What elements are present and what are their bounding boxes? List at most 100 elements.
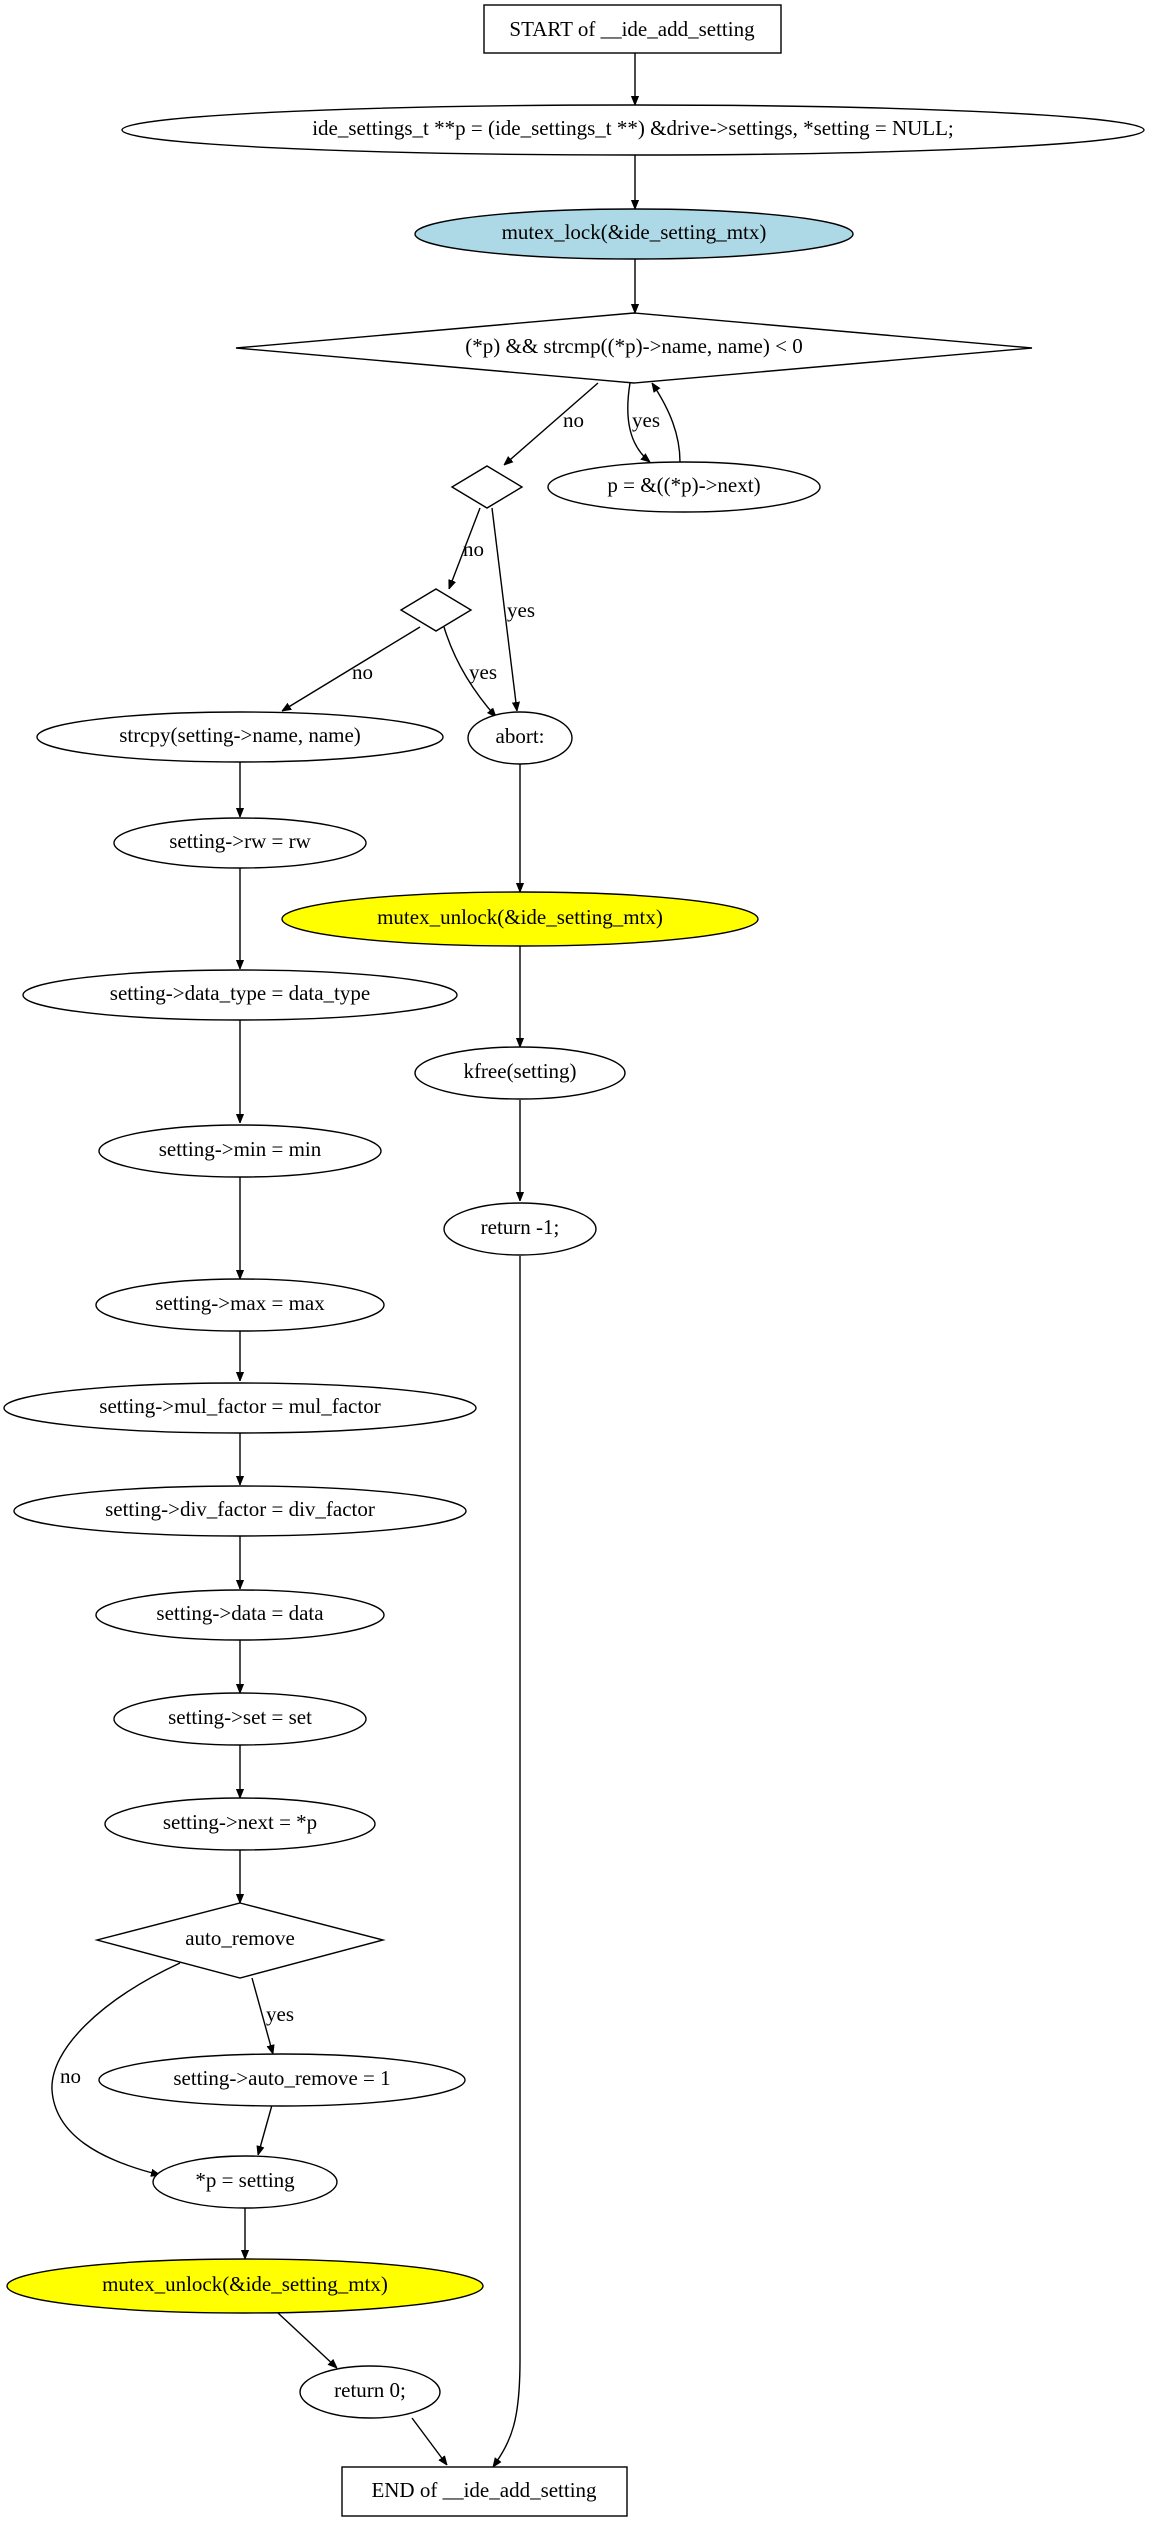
unlock-abort-ellipse: [281, 891, 759, 947]
mul-ellipse: [3, 1382, 477, 1434]
edge-ret-neg-end: [493, 1256, 521, 2467]
p-assign-ellipse: [152, 2155, 338, 2209]
node-loop-cond: (*p) && strcmp((*p)->name, name) < 0: [235, 312, 1033, 384]
p-assign-label: *p = setting: [195, 2168, 295, 2192]
start-box: [483, 4, 782, 54]
next-ellipse: [104, 1797, 376, 1851]
set-ellipse: [113, 1692, 367, 1746]
node-auto-set: setting->auto_remove = 1: [98, 2053, 466, 2107]
data-ellipse: [95, 1589, 385, 1641]
data-type-label: setting->data_type = data_type: [110, 981, 370, 1005]
node-unlock-ok: mutex_unlock(&ide_setting_mtx): [6, 2258, 484, 2314]
loop-cond-label: (*p) && strcmp((*p)->name, name) < 0: [465, 334, 802, 358]
set-label: setting->set = set: [168, 1705, 312, 1729]
node-ret-zero: return 0;: [299, 2365, 441, 2419]
auto-set-label: setting->auto_remove = 1: [173, 2066, 390, 2090]
edge-label-cond-b-no: no: [352, 660, 373, 684]
unlock-abort-label: mutex_unlock(&ide_setting_mtx): [377, 905, 663, 929]
cond-a-diamond: [450, 465, 524, 509]
node-data-type: setting->data_type = data_type: [22, 969, 458, 1021]
node-mul: setting->mul_factor = mul_factor: [3, 1382, 477, 1434]
edge-cond-a-cond-b: [448, 507, 481, 589]
auto-remove-label: auto_remove: [185, 1926, 295, 1950]
max-label: setting->max = max: [155, 1291, 325, 1315]
start-label: START of __ide_add_setting: [509, 17, 755, 41]
strcpy-label: strcpy(setting->name, name): [119, 723, 361, 747]
data-label: setting->data = data: [156, 1601, 324, 1625]
abort-label: abort:: [496, 724, 545, 748]
lock-ellipse: [414, 208, 854, 260]
node-cond-a: [450, 465, 524, 509]
loop-cond-diamond: [235, 312, 1033, 384]
edges: [51, 53, 681, 2467]
lock-label: mutex_lock(&ide_setting_mtx): [502, 220, 767, 244]
div-ellipse: [13, 1485, 467, 1537]
decl-label: ide_settings_t **p = (ide_settings_t **)…: [312, 116, 954, 140]
cond-b-diamond: [399, 588, 473, 632]
edge-next-assign-loop-cond: [652, 383, 681, 463]
node-ret-neg: return -1;: [443, 1202, 597, 1256]
edge-cond-b-abort: [443, 626, 496, 717]
node-auto-remove: auto_remove: [94, 1902, 386, 1979]
rw-ellipse: [113, 817, 367, 869]
max-ellipse: [95, 1278, 385, 1332]
edge-auto-remove-p-assign: [51, 1962, 181, 2175]
data-type-ellipse: [22, 969, 458, 1021]
node-div: setting->div_factor = div_factor: [13, 1485, 467, 1537]
auto-remove-diamond: [94, 1902, 386, 1979]
edge-label-auto-remove-no: no: [60, 2064, 81, 2088]
edge-loop-cond-cond-a: [504, 382, 599, 465]
kfree-label: kfree(setting): [463, 1059, 576, 1083]
unlock-ok-label: mutex_unlock(&ide_setting_mtx): [102, 2272, 388, 2296]
node-data: setting->data = data: [95, 1589, 385, 1641]
rw-label: setting->rw = rw: [169, 829, 311, 853]
node-kfree: kfree(setting): [414, 1046, 626, 1100]
edge-label-cond-a-yes: yes: [507, 598, 535, 622]
edge-loop-cond-next-assign: [627, 382, 650, 462]
node-decl: ide_settings_t **p = (ide_settings_t **)…: [121, 104, 1145, 156]
node-min: setting->min = min: [98, 1124, 382, 1178]
end-label: END of __ide_add_setting: [371, 2478, 597, 2502]
nodes: START of __ide_add_setting ide_settings_…: [3, 4, 1145, 2517]
edge-cond-a-abort: [491, 507, 517, 711]
unlock-ok-ellipse: [6, 2258, 484, 2314]
auto-set-ellipse: [98, 2053, 466, 2107]
edge-label-cond-b-yes: yes: [469, 660, 497, 684]
next-assign-label: p = &((*p)->next): [607, 473, 760, 497]
edge-auto-remove-auto-set: [251, 1977, 273, 2054]
kfree-ellipse: [414, 1046, 626, 1100]
edge-cond-b-strcpy: [282, 626, 421, 711]
decl-ellipse: [121, 104, 1145, 156]
node-rw: setting->rw = rw: [113, 817, 367, 869]
node-strcpy: strcpy(setting->name, name): [36, 711, 444, 763]
next-label: setting->next = *p: [163, 1810, 317, 1834]
node-max: setting->max = max: [95, 1278, 385, 1332]
node-abort: abort:: [467, 711, 573, 765]
abort-ellipse: [467, 711, 573, 765]
node-next-assign: p = &((*p)->next): [547, 461, 821, 513]
ret-zero-ellipse: [299, 2365, 441, 2419]
edge-auto-set-p-assign: [258, 2104, 273, 2155]
mul-label: setting->mul_factor = mul_factor: [99, 1394, 380, 1418]
node-lock: mutex_lock(&ide_setting_mtx): [414, 208, 854, 260]
strcpy-ellipse: [36, 711, 444, 763]
div-label: setting->div_factor = div_factor: [105, 1497, 375, 1521]
ret-neg-ellipse: [443, 1202, 597, 1256]
node-cond-b: [399, 588, 473, 632]
edge-label-loop-yes: yes: [632, 408, 660, 432]
edge-label-cond-a-no: no: [463, 537, 484, 561]
min-ellipse: [98, 1124, 382, 1178]
ret-zero-label: return 0;: [334, 2378, 406, 2402]
node-unlock-abort: mutex_unlock(&ide_setting_mtx): [281, 891, 759, 947]
node-set: setting->set = set: [113, 1692, 367, 1746]
min-label: setting->min = min: [159, 1137, 322, 1161]
next-assign-ellipse: [547, 461, 821, 513]
node-end: END of __ide_add_setting: [341, 2466, 628, 2517]
node-start: START of __ide_add_setting: [483, 4, 782, 54]
end-box: [341, 2466, 628, 2517]
edge-label-loop-no: no: [563, 408, 584, 432]
edge-labels: no yes no yes no yes yes no: [60, 408, 660, 2088]
edge-label-auto-remove-yes: yes: [266, 2002, 294, 2026]
node-next: setting->next = *p: [104, 1797, 376, 1851]
